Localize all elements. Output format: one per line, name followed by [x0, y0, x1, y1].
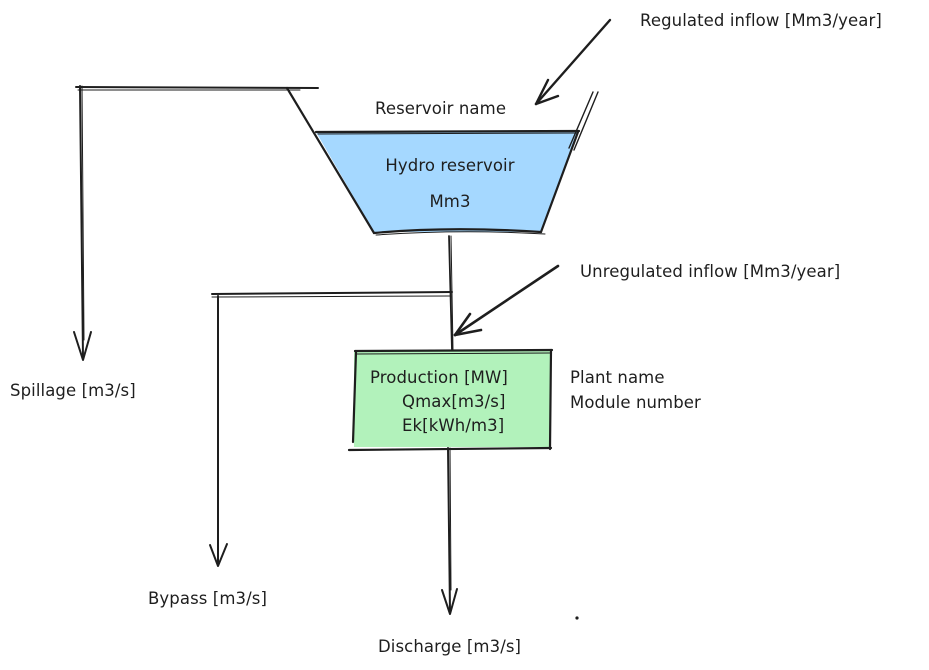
spillage-arrowhead: [73, 331, 92, 361]
plant-production-label: Production [MW]: [370, 368, 508, 387]
regulated-inflow-label: Regulated inflow [Mm3/year]: [640, 11, 882, 30]
regulated-inflow-arrow: [534, 18, 612, 106]
spillage-channel: [75, 85, 319, 359]
reservoir-outline: [285, 86, 599, 236]
discharge-arrowhead: [441, 588, 458, 615]
reservoir-name-label: Reservoir name: [375, 99, 507, 118]
bypass-channel: [211, 291, 453, 565]
plant-box: [354, 351, 550, 447]
unregulated-inflow-label: Unregulated inflow [Mm3/year]: [580, 262, 841, 281]
reservoir-unit: Mm3: [429, 192, 471, 211]
module-number-label: Module number: [570, 393, 701, 412]
bypass-arrowhead: [209, 543, 228, 567]
plant-qmax-label: Qmax[m3/s]: [402, 392, 506, 411]
unregulated-inflow-arrow: [453, 264, 560, 337]
discharge-channel: [447, 447, 452, 613]
reservoir-title: Hydro reservoir: [385, 156, 515, 175]
spillage-label: Spillage [m3/s]: [10, 381, 136, 400]
plant-ek-label: Ek[kWh/m3]: [402, 416, 505, 435]
plant-name-label: Plant name: [570, 368, 665, 387]
bypass-label: Bypass [m3/s]: [148, 589, 268, 608]
stray-dot: [575, 616, 579, 620]
reservoir-water: [316, 132, 578, 232]
discharge-label: Discharge [m3/s]: [378, 637, 522, 656]
